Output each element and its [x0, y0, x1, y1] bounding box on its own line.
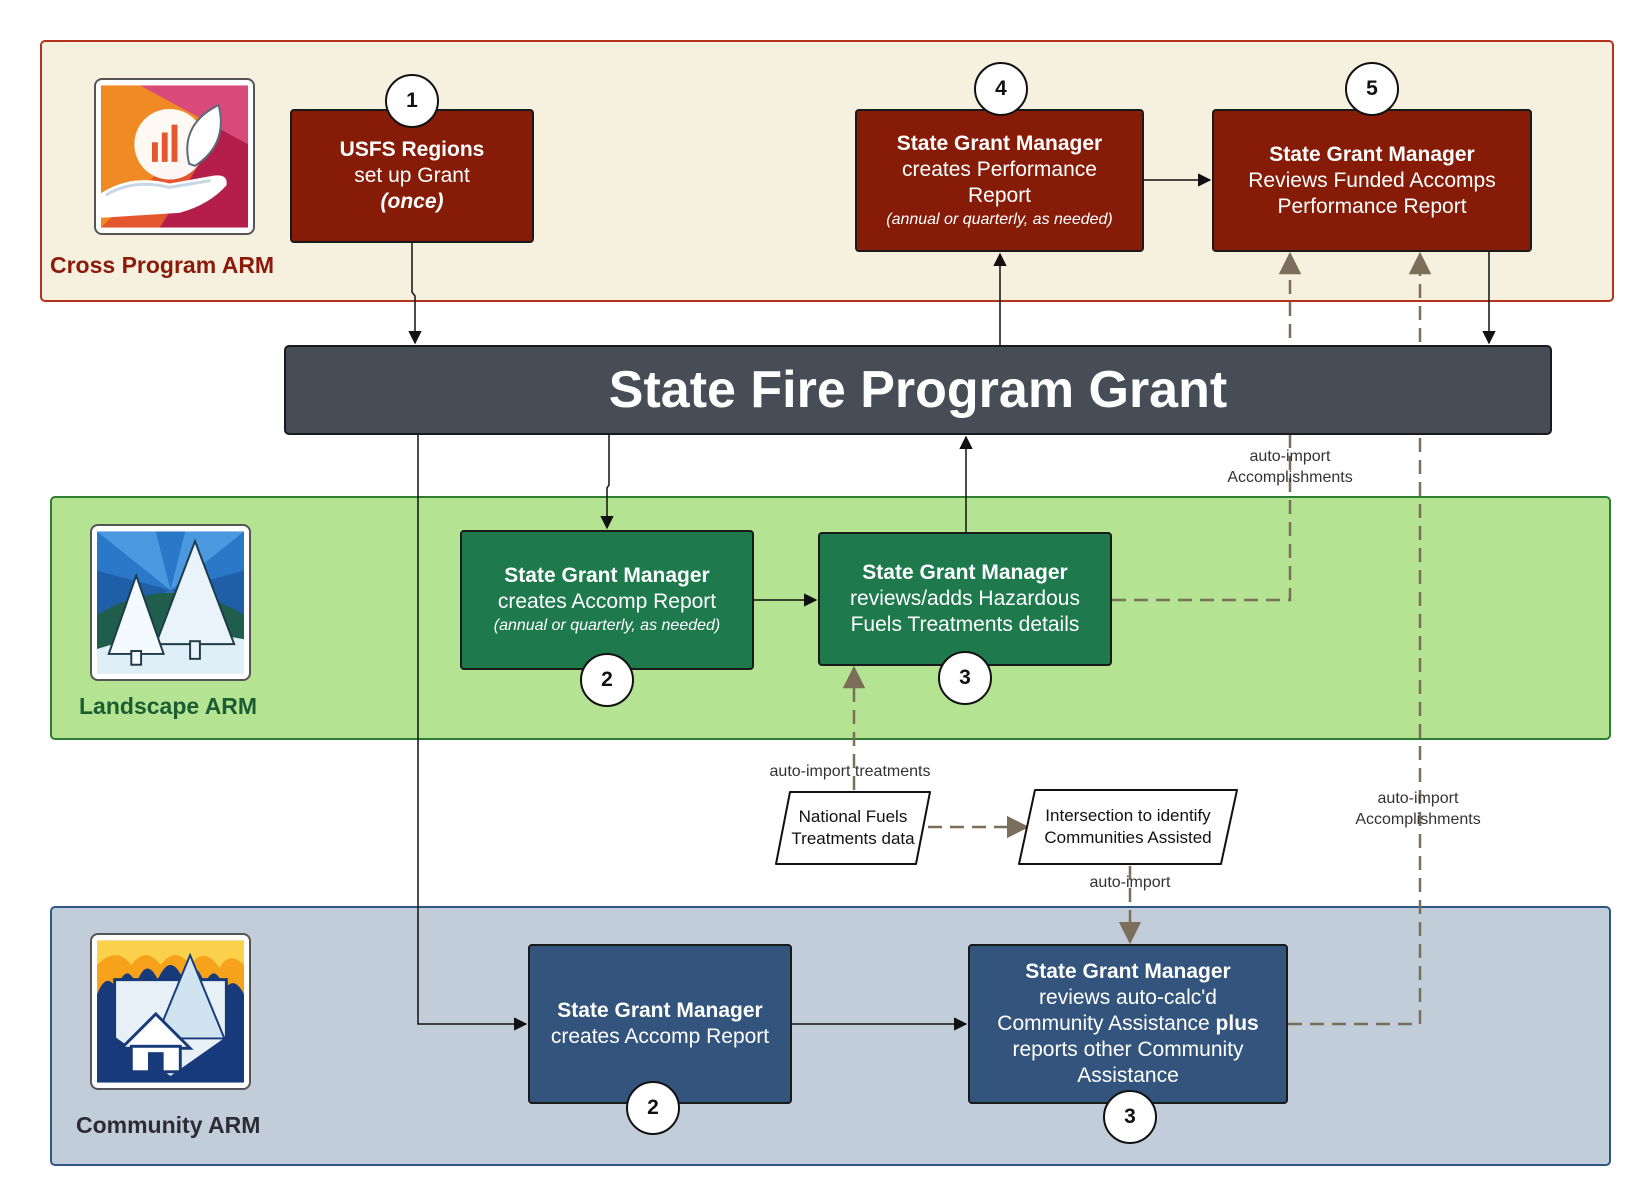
landscape-step3-hazardous-fuels-box: State Grant Manager reviews/adds Hazardo… [818, 532, 1112, 666]
step-number-badge: 2 [580, 653, 634, 707]
step1-line2: (once) [380, 190, 444, 213]
hand-with-chart-and-leaf-icon [94, 78, 255, 235]
landscape-step3-title: State Grant Manager [862, 561, 1068, 584]
note-line1: auto-import [1377, 790, 1459, 807]
step4-title: State Grant Manager [896, 131, 1103, 155]
community-label: Community ARM [76, 1112, 261, 1138]
step1-title: USFS Regions [339, 138, 485, 161]
landscape-label: Landscape ARM [79, 693, 258, 719]
landscape-step2-accomp-report-box: State Grant Manager creates Accomp Repor… [460, 530, 754, 670]
step4-performance-report-box: State Grant Manager creates Performance … [855, 109, 1144, 252]
step1-usfs-setup-box: USFS Regions set up Grant (once) [290, 109, 534, 243]
step5-line1: Reviews Funded Accomps [1248, 168, 1496, 192]
community-step2-accomp-report-box: State Grant Manager creates Accomp Repor… [528, 944, 792, 1104]
house-and-trees-wildfire-icon [90, 933, 251, 1090]
step-number-badge: 1 [385, 74, 439, 128]
community-step2-line1: creates Accomp Report [550, 1025, 770, 1048]
landscape-step2-note: (annual or quarterly, as needed) [493, 617, 721, 634]
intersection-line2: Communities Assisted [1044, 828, 1212, 847]
cross-program-label: Cross Program ARM [50, 252, 275, 278]
step-number-badge: 3 [938, 651, 992, 705]
nft-line2: Treatments data [791, 829, 915, 848]
step-number-badge: 5 [1345, 62, 1399, 116]
landscape-step3-line1: reviews/adds Hazardous [850, 587, 1080, 610]
data-parallelogram-shape [1018, 789, 1238, 865]
community-step3-line2: Community Assistance plus [997, 1011, 1258, 1037]
step-number-badge: 4 [974, 62, 1028, 116]
community-step2-title: State Grant Manager [557, 999, 763, 1022]
community-step3-line2a: Community Assistance [997, 1012, 1216, 1035]
data-parallelogram-shape [775, 791, 931, 865]
step4-line2: Report [967, 183, 1032, 207]
nft-line1: National Fuels [798, 807, 908, 826]
community-step3-assistance-review-box: State Grant Manager reviews auto-calc'd … [968, 944, 1288, 1104]
step4-line1: creates Performance [902, 157, 1097, 181]
state-fire-program-grant-bar: State Fire Program Grant [284, 345, 1552, 435]
snowy-pine-trees-icon [90, 524, 251, 681]
community-step3-line2b: plus [1215, 1012, 1259, 1035]
step5-line2: Performance Report [1277, 194, 1467, 218]
community-lane [50, 906, 1611, 1166]
landscape-step3-line2: Fuels Treatments details [850, 613, 1080, 636]
intersection-line1: Intersection to identify [1045, 806, 1211, 825]
community-step3-title: State Grant Manager [1025, 960, 1231, 983]
step-number-badge: 2 [626, 1081, 680, 1135]
step5-funded-review-box: State Grant Manager Reviews Funded Accom… [1212, 109, 1532, 252]
community-step3-line4: Assistance [1077, 1064, 1179, 1087]
note-line1: auto-import [1249, 448, 1331, 465]
auto-import-treatments-note: auto-import treatments [769, 763, 931, 780]
note-line2: Accomplishments [1227, 469, 1353, 486]
auto-import-accomplishments-note: auto-import Accomplishments [1220, 446, 1360, 488]
step4-note: (annual or quarterly, as needed) [886, 210, 1113, 228]
step5-title: State Grant Manager [1269, 142, 1475, 166]
step1-line1: set up Grant [354, 164, 470, 187]
landscape-step2-title: State Grant Manager [504, 564, 710, 587]
auto-import-accomplishments-note: auto-import Accomplishments [1348, 788, 1488, 830]
community-step3-line1: reviews auto-calc'd [1039, 986, 1217, 1009]
auto-import-note: auto-import [1089, 874, 1171, 891]
landscape-step2-line1: creates Accomp Report [497, 590, 717, 613]
community-step3-line3: reports other Community [1012, 1038, 1244, 1061]
note-line2: Accomplishments [1355, 811, 1481, 828]
step-number-badge: 3 [1103, 1090, 1157, 1144]
